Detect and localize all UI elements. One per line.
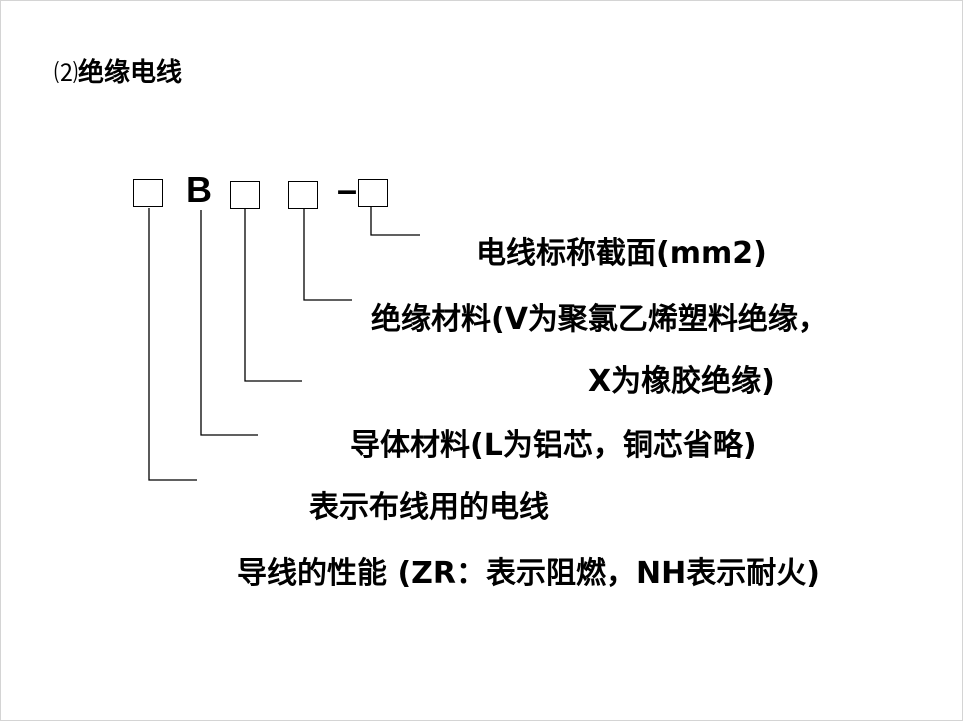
code-letter-b: B xyxy=(186,169,212,210)
code-box-cross-section xyxy=(358,179,388,207)
code-box-conductor xyxy=(230,181,260,209)
label-cross-section: 电线标称截面(mm2) xyxy=(476,236,767,271)
code-dash: – xyxy=(337,169,358,210)
section-title: 绝缘电线 xyxy=(78,58,183,88)
label-wiring: 表示布线用的电线 xyxy=(309,490,549,525)
label-performance: 导线的性能 (ZR：表示阻燃，NH表示耐火) xyxy=(237,556,820,591)
code-box-performance xyxy=(133,179,163,207)
label-insulation-line2: X为橡胶绝缘) xyxy=(588,364,775,399)
leader-line-conductor xyxy=(244,209,302,382)
leader-line-cross-section xyxy=(370,207,420,236)
label-insulation-line1: 绝缘材料(V为聚氯乙烯塑料绝缘， xyxy=(371,302,828,337)
label-conductor: 导体材料(L为铝芯，铜芯省略) xyxy=(350,428,757,463)
code-box-insulation xyxy=(288,181,318,209)
leader-line-wiring xyxy=(200,210,258,436)
leader-line-performance xyxy=(148,208,197,481)
section-heading: ⑵绝缘电线 xyxy=(54,56,182,90)
section-number: ⑵ xyxy=(54,59,78,87)
leader-line-insulation xyxy=(303,209,352,301)
